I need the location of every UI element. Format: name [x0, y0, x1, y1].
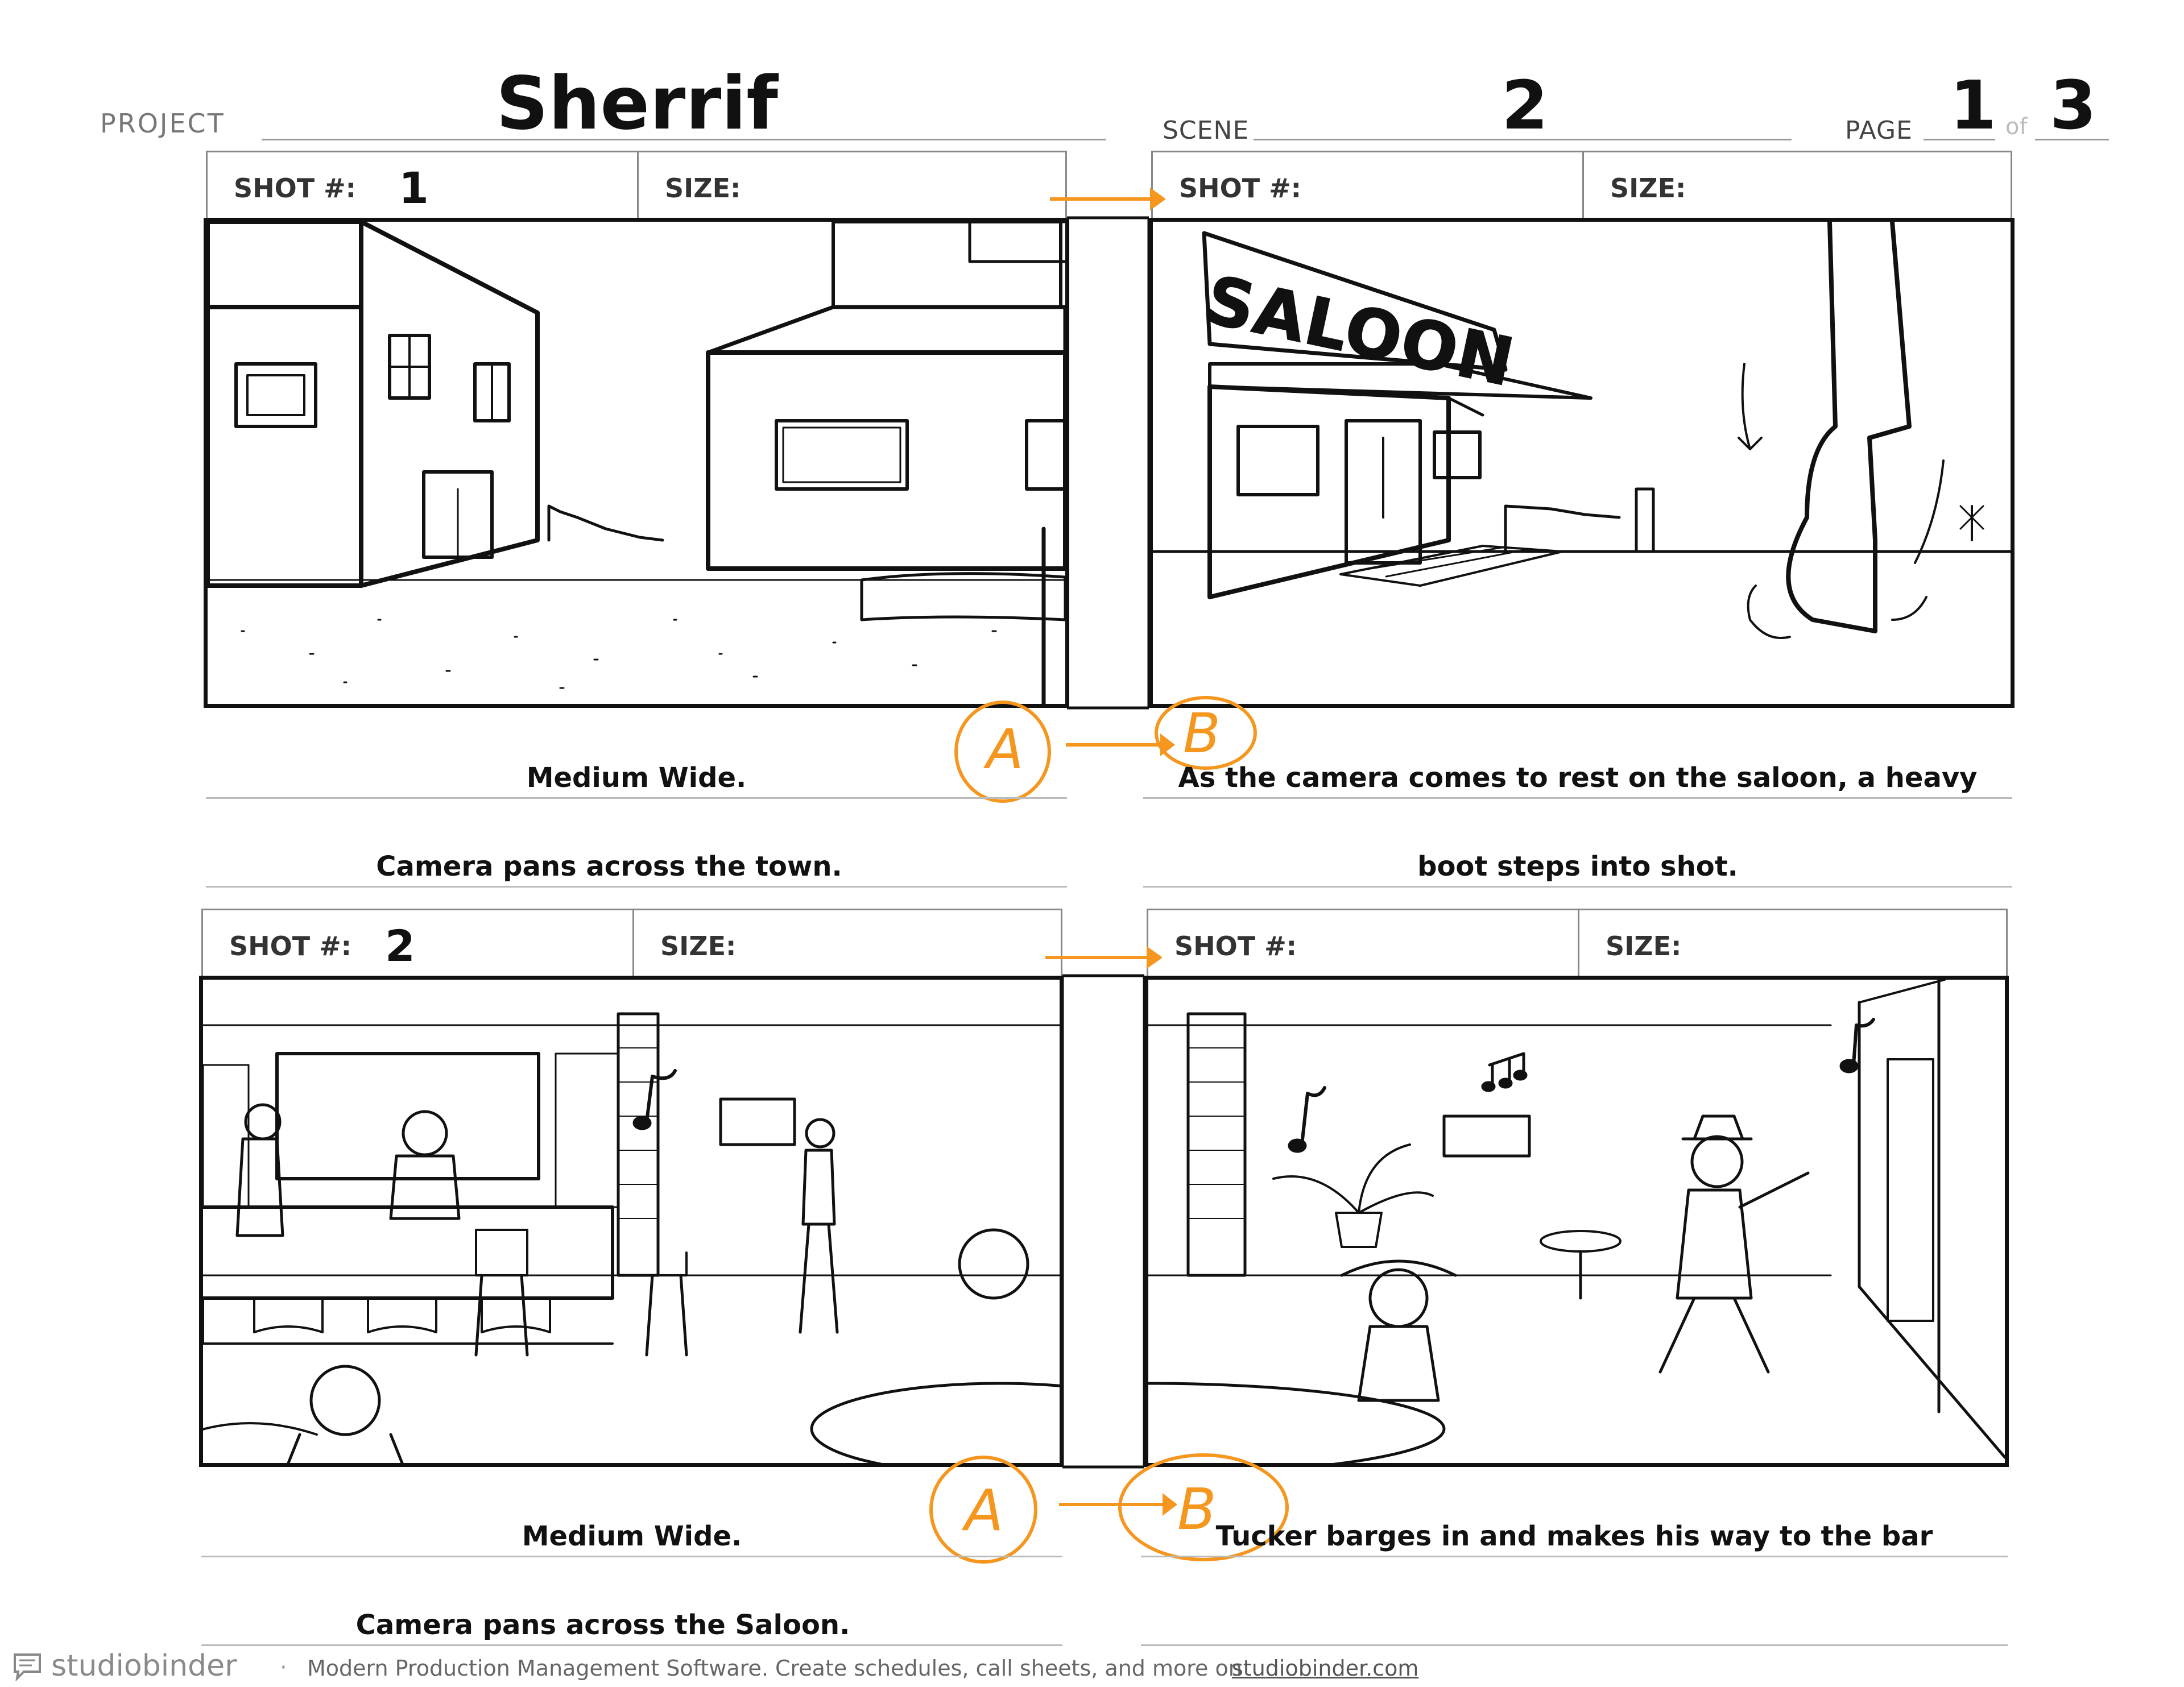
panel-frame-4[interactable] [1144, 976, 2009, 1467]
size-label: SIZE: [660, 931, 737, 961]
shot-label: SHOT #: [1174, 931, 1297, 961]
marker-b-label: B [1183, 702, 1221, 765]
shot-number[interactable]: 1 [399, 163, 429, 213]
footer-tagline: Modern Production Management Software. C… [307, 1656, 1242, 1681]
scene-underline [1254, 139, 1792, 140]
transition-marker-a[interactable] [954, 701, 1051, 803]
sketch-saloon-interior-bar [203, 1012, 1060, 1463]
marker-a-label: A [965, 1477, 1004, 1544]
speech-bubble-icon [11, 1652, 43, 1682]
shot-bar-3: SHOT #: 2 SIZE: [201, 909, 1062, 977]
page-number[interactable]: 1 [1950, 66, 1997, 144]
sketch-town-street [208, 222, 1065, 704]
transition-marker-b[interactable] [1118, 1453, 1289, 1561]
project-underline [262, 139, 1106, 140]
size-label: SIZE: [665, 173, 741, 204]
note-rule [201, 1644, 1062, 1646]
sketch-saloon-interior-door [1148, 980, 2005, 1463]
shot-bar-4: SHOT #: SIZE: [1147, 909, 2008, 977]
page-of-label: of [2005, 114, 2028, 140]
page-number-underline [1924, 139, 1995, 140]
shot-note-line[interactable]: boot steps into shot. [1417, 851, 1738, 882]
note-rule [1143, 886, 2012, 888]
footer-link[interactable]: studiobinder.com [1232, 1656, 1418, 1681]
shot-label: SHOT #: [234, 173, 357, 204]
note-rule [206, 797, 1067, 799]
panel-frame-3[interactable] [199, 976, 1064, 1467]
project-label: PROJECT [100, 108, 225, 139]
footer-link-text[interactable]: studiobinder.com [1232, 1656, 1419, 1681]
shot-note-line[interactable]: Medium Wide. [526, 762, 747, 794]
panel-frame-2[interactable]: SALOON [1149, 218, 2015, 708]
shot-note-line[interactable]: As the camera comes to rest on the saloo… [1178, 762, 1978, 794]
page-total-underline [2035, 139, 2109, 140]
shot-note-line[interactable]: Camera pans across the Saloon. [355, 1609, 850, 1641]
shot-label: SHOT #: [229, 931, 352, 961]
marker-b-label: B [1177, 1476, 1217, 1543]
scene-label: SCENE [1163, 116, 1250, 145]
size-label: SIZE: [1606, 931, 1682, 961]
shot-note-line[interactable]: Tucker barges in and makes his way to th… [1215, 1520, 1933, 1552]
transition-marker-a[interactable] [929, 1456, 1037, 1564]
shot-bar-2: SHOT #: SIZE: [1151, 151, 2012, 219]
footer-separator: · [280, 1655, 287, 1681]
note-rule [206, 886, 1067, 888]
transition-marker-b[interactable] [1155, 696, 1257, 770]
panel-frame-1[interactable] [204, 218, 1069, 708]
shot-label: SHOT #: [1179, 173, 1302, 204]
scene-number[interactable]: 2 [1502, 66, 1549, 144]
shot-note-line[interactable]: Camera pans across the town. [376, 851, 842, 882]
note-rule [1141, 1556, 2008, 1557]
page-label: PAGE [1845, 116, 1913, 145]
shot-number[interactable]: 2 [385, 921, 415, 971]
size-label: SIZE: [1610, 173, 1686, 204]
footer-brand[interactable]: studiobinder [51, 1649, 237, 1683]
page-total[interactable]: 3 [2050, 66, 2097, 144]
marker-a-label: A [986, 718, 1024, 781]
project-name[interactable]: Sherrif [496, 61, 778, 146]
shot-bar-1: SHOT #: 1 SIZE: [206, 151, 1067, 219]
note-rule [1143, 797, 2012, 799]
note-rule [201, 1556, 1062, 1557]
shot-note-line[interactable]: Medium Wide. [522, 1520, 742, 1552]
sketch-saloon-boot [1153, 222, 2011, 639]
note-rule [1141, 1644, 2008, 1646]
